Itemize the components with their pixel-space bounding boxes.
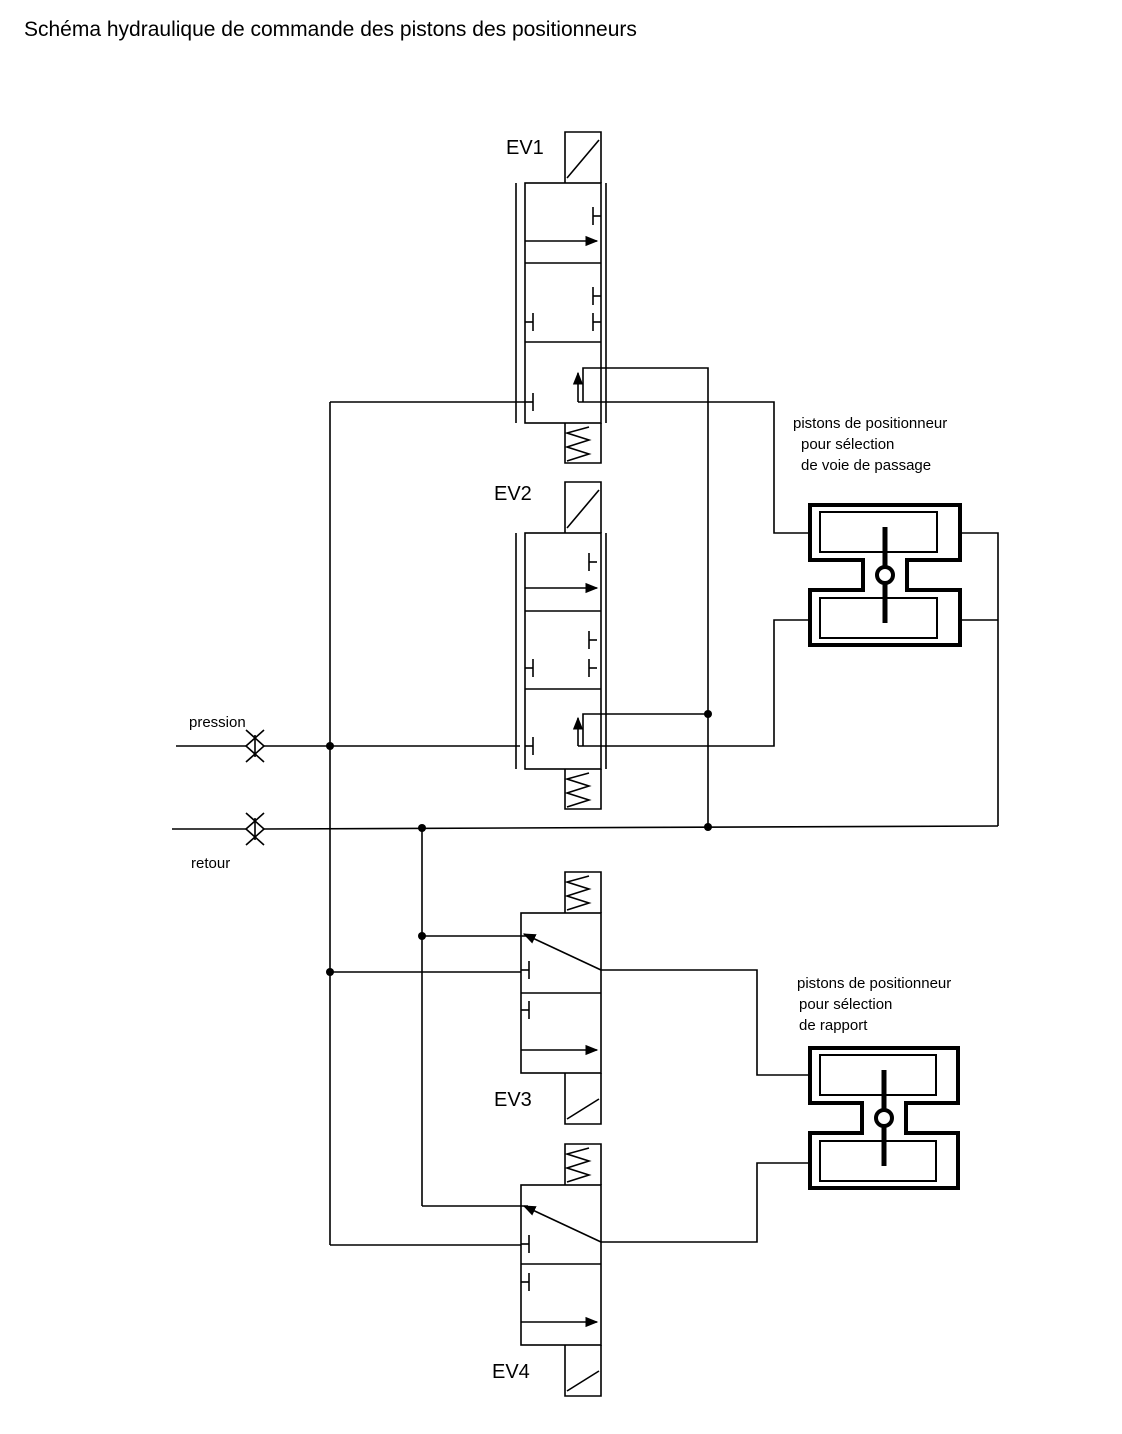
ev2-label: EV2 xyxy=(494,483,532,505)
actuator-top xyxy=(808,503,962,647)
ev3-label: EV3 xyxy=(494,1089,532,1111)
retour-label: retour xyxy=(191,855,230,872)
actuator-top-line2: pour sélection xyxy=(801,436,894,453)
valve-ev4 xyxy=(520,1143,602,1397)
valve-ev1 xyxy=(515,131,607,464)
page-title: Schéma hydraulique de commande des pisto… xyxy=(24,18,637,41)
pression-label: pression xyxy=(189,714,246,731)
actuator-bottom-line2: pour sélection xyxy=(799,996,892,1013)
retour-outlet xyxy=(172,812,999,846)
actuator-top-line1: pistons de positionneur xyxy=(793,415,947,432)
actuator-bottom-line3: de rapport xyxy=(799,1017,868,1034)
hydraulic-lines xyxy=(329,367,999,1246)
junction-dots xyxy=(326,710,712,976)
valve-ev2 xyxy=(515,481,607,810)
actuator-top-line3: de voie de passage xyxy=(801,457,931,474)
actuator-bottom-line1: pistons de positionneur xyxy=(797,975,951,992)
pression-inlet xyxy=(176,729,520,763)
valve-ev3 xyxy=(520,871,602,1125)
ev4-label: EV4 xyxy=(492,1361,530,1383)
ev1-label: EV1 xyxy=(506,137,544,159)
actuator-bottom xyxy=(808,1046,960,1190)
